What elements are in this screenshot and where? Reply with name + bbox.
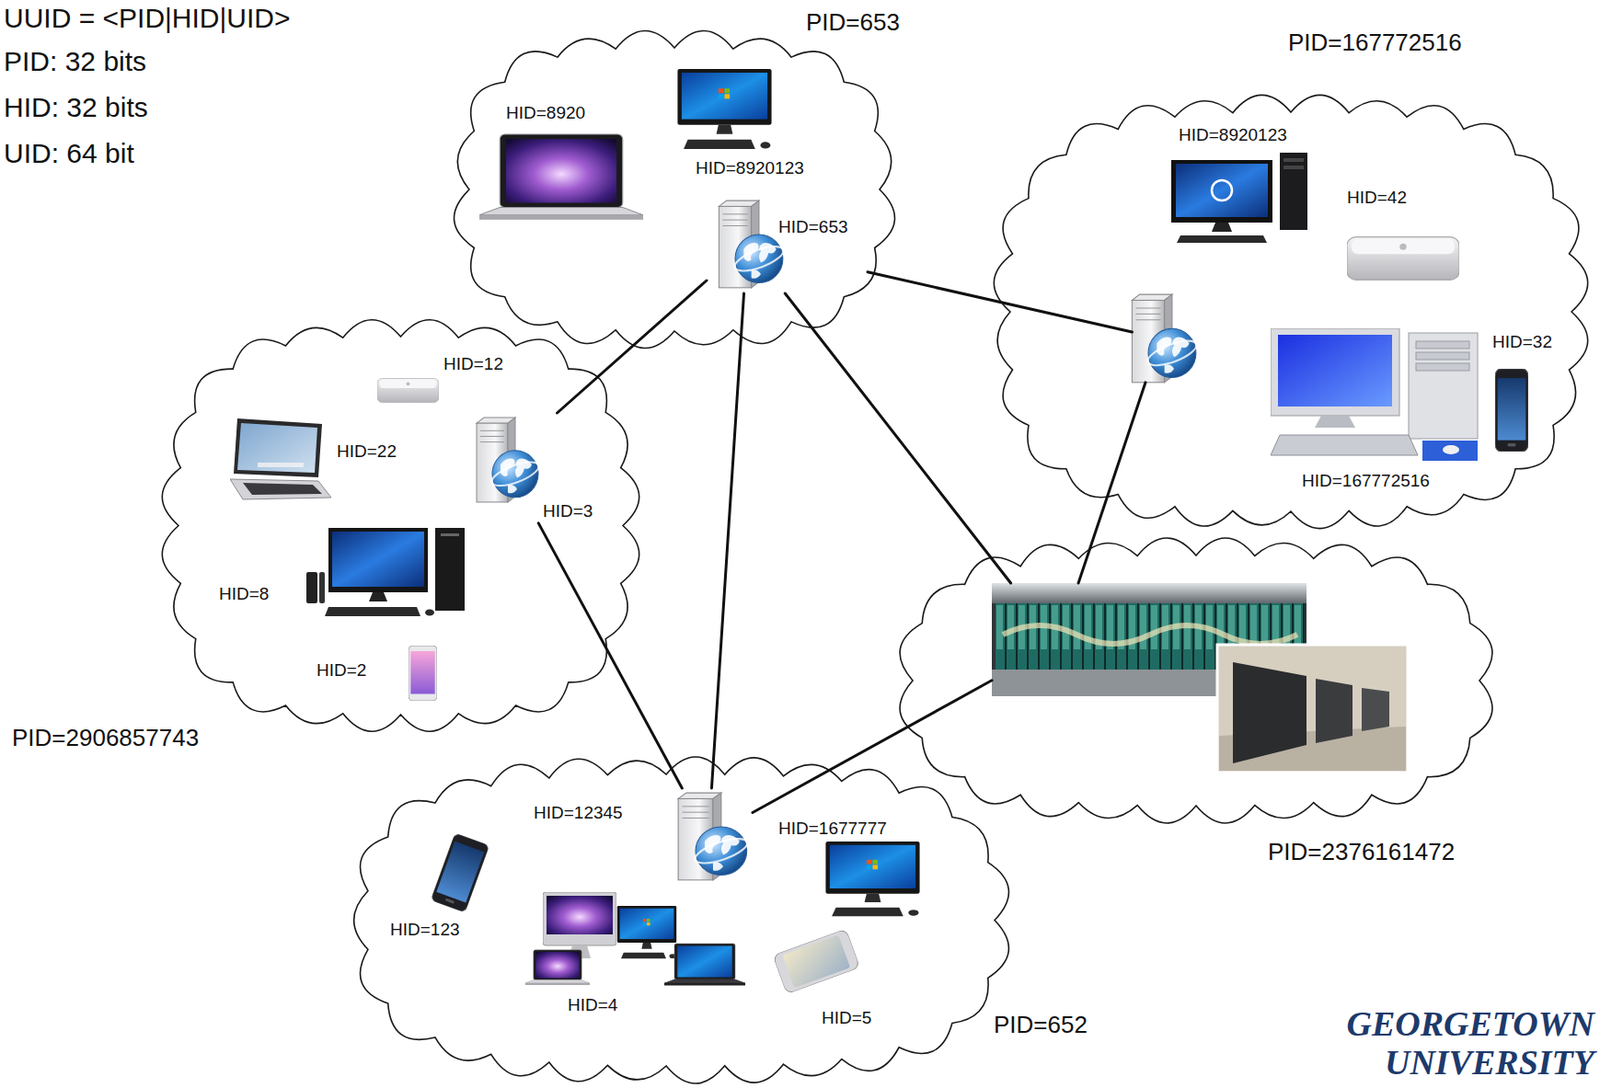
router-host: HID=653 [706,195,868,294]
cloud-outline [454,30,896,348]
cabinet-block [1361,688,1390,732]
cloud-outline [993,94,1588,529]
host-id: HID=5 [821,1008,872,1029]
host-id: HID=42 [1346,187,1407,208]
host-id: HID=2 [316,660,367,681]
cloud-outline [892,535,1500,827]
note-text: HID: 32 bits [3,92,149,125]
network-cloud: PID=2906857743HID=12HID=22HID=3HID=8HID=… [158,316,644,736]
cabinet-mural [1002,625,1298,645]
host-id: HID=32 [1492,332,1553,353]
host-device: HID=8 [217,582,271,607]
network-id: PID=653 [805,9,900,37]
laptop-icon [664,943,746,987]
mini-pc-icon [1346,237,1460,281]
host-id: HID=167772516 [1301,471,1430,492]
router-host: HID=3 [464,413,603,524]
host-device: HID=5 [819,1006,874,1031]
phone-icon [408,645,438,702]
cloud-outline [989,92,1592,532]
cloud-outline [158,316,644,736]
host-id: HID=12 [443,354,504,375]
network-link [784,293,1011,584]
network-id: PID=652 [993,1012,1088,1040]
host-id: HID=8 [218,584,269,605]
logo-text: GEORGETOWN [1346,1004,1595,1046]
host-id: HID=1677777 [778,818,887,840]
host-id: HID=12345 [533,803,623,824]
mini-pc-icon [377,379,439,403]
phone-icon [1495,368,1529,452]
host-device: HID=12 [441,352,506,377]
note-text: UID: 64 bit [3,138,135,171]
laptop-icon [230,418,332,500]
cloud-outline [354,757,1010,1084]
host-id: HID=8920 [506,103,586,124]
laptop-icon [479,134,644,220]
photo-ceiling [991,583,1307,604]
cloud-outline [899,538,1493,824]
host-id: HID=4 [567,995,618,1016]
network-id: PID=2906857743 [11,725,199,753]
note-text: PID: 32 bits [3,46,147,79]
host-device: HID=22 [334,439,399,464]
network-cloud: PID=652HID=12345HID=1677777HID=123HID=4H… [346,754,1015,1087]
host-device: HID=32 [1490,330,1554,355]
logo-text: UNIVERSITY [1384,1043,1595,1084]
laptop-icon [525,950,590,986]
network-link [711,293,744,789]
host-id: HID=8920123 [695,158,805,179]
host-device: HID=8920123 [693,156,806,181]
datacenter-photo [1217,644,1408,773]
host-device: HID=8920 [504,101,588,126]
host-device: HID=8920123 [1176,123,1290,148]
cabinet-block [1232,662,1307,764]
note-text: UUID = <PID|HID|UID> [3,2,290,35]
network-cloud: PID=2376161472 [892,535,1500,827]
host-device: HID=1677777 [776,817,889,841]
datacenter-photo [1217,644,1408,773]
cabinet-block [1315,679,1353,744]
host-id: HID=3 [542,501,593,522]
host-device: HID=123 [388,918,462,943]
network-id: PID=2376161472 [1267,839,1455,867]
host-device: HID=167772516 [1300,469,1432,494]
network-cloud: PID=167772516HID=8920123HID=42HID=32HID=… [989,92,1592,532]
network-cloud: PID=653HID=8920HID=8920123HID=653 [448,27,900,352]
network-id: PID=167772516 [1288,29,1462,58]
host-id: HID=22 [336,441,397,462]
desktop-icon [1270,328,1478,461]
router-host: HID=12345 [529,788,753,887]
host-id: HID=123 [390,920,461,941]
host-device: HID=4 [565,993,620,1018]
host-id: HID=653 [778,217,849,238]
host-id: HID=8920123 [1178,125,1288,146]
cloud-outline [448,27,900,352]
host-device: HID=2 [314,658,369,683]
cloud-outline [161,320,639,733]
host-device: HID=42 [1345,185,1409,210]
